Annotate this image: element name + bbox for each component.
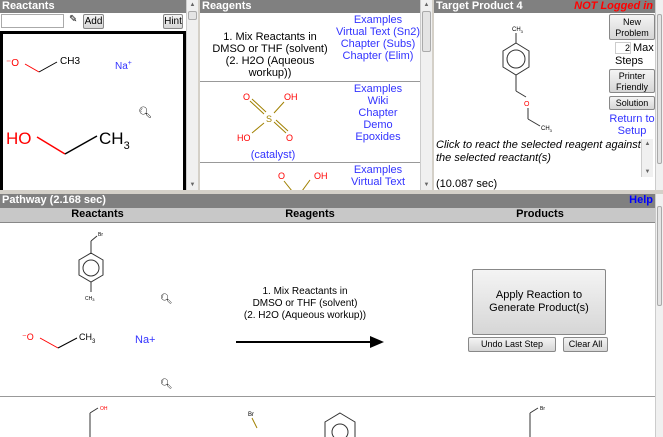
- examples-link[interactable]: Examples: [353, 83, 403, 95]
- reagents-header: Reagents: [200, 0, 420, 13]
- virtual-text-link[interactable]: Virtual Text: [350, 176, 405, 188]
- pathway-title: Pathway (2.168 sec): [2, 194, 106, 206]
- pathway-panel: Br CH3 🔍︎ ⁻O CH3 Na+ 🔍︎ 1. Mix Reactants…: [0, 223, 655, 437]
- reactant-canvas[interactable]: ⁻O Na+ HO CH3 CH3 🔍︎: [0, 31, 186, 190]
- reagent-item[interactable]: 1. Mix Reactants in DMSO or THF (solvent…: [200, 13, 420, 82]
- help-link[interactable]: Help: [629, 194, 653, 206]
- pathway-scrollbar[interactable]: [655, 194, 663, 437]
- reactants-panel: ✎ Add Hint ⁻O Na+ HO CH3 CH3 🔍︎: [0, 13, 186, 190]
- reagent-line: DMSO or THF (solvent): [252, 298, 358, 309]
- reagent-text: (2. H2O (Aqueous workup)): [225, 55, 315, 79]
- column-reagents: Reagents: [285, 208, 335, 220]
- login-status[interactable]: NOT Logged in: [574, 0, 653, 12]
- max-label: Max: [633, 42, 654, 54]
- pathway-column-headers: Reactants Reagents Products: [0, 208, 655, 223]
- svg-text:Na+: Na+: [115, 60, 132, 72]
- svg-text:⁻O: ⁻O: [22, 332, 34, 342]
- svg-text:Br: Br: [98, 232, 103, 238]
- reagent-item[interactable]: O OH S HO O (catalyst) Examples Wiki Cha…: [200, 83, 420, 163]
- reagent-item[interactable]: O OH Examples Virtual Text: [200, 164, 420, 190]
- svg-text:OH: OH: [100, 406, 108, 412]
- target-molecule: CH3 O CH3: [502, 27, 553, 133]
- reactant-search-input[interactable]: [1, 14, 64, 28]
- clear-all-button[interactable]: Clear All: [563, 337, 608, 352]
- pathway-step-row: OH Br Br: [0, 398, 655, 437]
- reaction-arrow-icon: [236, 336, 384, 348]
- sodium-ion: Na+: [135, 334, 156, 346]
- elapsed-time: (10.087 sec): [436, 178, 498, 190]
- target-title: Target Product 4: [436, 0, 523, 12]
- column-reactants: Reactants: [71, 208, 124, 220]
- svg-text:O: O: [524, 101, 530, 108]
- examples-link[interactable]: Examples: [353, 14, 403, 26]
- svg-text:O: O: [243, 92, 250, 102]
- svg-text:Br: Br: [540, 406, 545, 412]
- svg-text:HO: HO: [6, 129, 32, 148]
- add-button[interactable]: Add: [83, 14, 104, 29]
- apply-reaction-button[interactable]: Apply Reaction to Generate Product(s): [472, 269, 606, 335]
- reactants-header: Reactants: [0, 0, 186, 13]
- pathway-header: Pathway (2.168 sec) Help: [0, 194, 655, 208]
- reagent-line: 1. Mix Reactants in: [262, 286, 348, 297]
- reagent-text: DMSO or THF (solvent): [212, 43, 328, 55]
- pencil-icon[interactable]: ✎: [69, 14, 78, 25]
- new-problem-button[interactable]: New Problem: [609, 14, 655, 40]
- svg-text:CH3: CH3: [85, 296, 95, 302]
- reagents-list: 1. Mix Reactants in DMSO or THF (solvent…: [200, 13, 420, 190]
- printer-friendly-button[interactable]: Printer Friendly: [609, 69, 655, 93]
- virtual-text-link[interactable]: Virtual Text (Sn2): [336, 26, 420, 38]
- chapter-subs-link[interactable]: Chapter (Subs): [340, 38, 416, 50]
- zoom-icon[interactable]: 🔍︎: [160, 294, 173, 305]
- svg-text:CH3: CH3: [99, 129, 130, 152]
- hint-button[interactable]: Hint: [163, 14, 183, 29]
- sodium-label: Na+: [135, 334, 156, 346]
- return-to-setup-link[interactable]: Return to Setup: [609, 113, 655, 137]
- svg-text:OH: OH: [314, 171, 328, 181]
- svg-text:CH3: CH3: [512, 27, 524, 34]
- reagent-line: (2. H2O (Aqueous workup)): [243, 310, 367, 321]
- svg-text:HO: HO: [237, 133, 251, 143]
- column-products: Products: [516, 208, 564, 220]
- target-header: Target Product 4 NOT Logged in: [434, 0, 655, 13]
- bromide-product-molecule: Br: [529, 406, 545, 437]
- svg-text:O: O: [286, 133, 293, 143]
- svg-text:CH3: CH3: [541, 126, 553, 133]
- zoom-icon[interactable]: 🔍︎: [138, 107, 152, 119]
- undo-last-step-button[interactable]: Undo Last Step: [468, 337, 556, 352]
- catalyst-label: (catalyst): [250, 149, 296, 161]
- reagents-scrollbar[interactable]: ▲▼: [420, 0, 432, 190]
- target-scrollbar[interactable]: [655, 0, 663, 190]
- svg-text:⁻O: ⁻O: [6, 58, 19, 69]
- steps-label: Steps: [615, 55, 644, 67]
- ethoxide-molecule[interactable]: ⁻O Na+ HO CH3: [3, 34, 183, 190]
- examples-link[interactable]: Examples: [353, 164, 403, 176]
- benzyl-bromide-molecule[interactable]: Br CH3: [65, 228, 115, 313]
- status-message: Click to react the selected reagent agai…: [436, 139, 641, 164]
- reactants-scrollbar[interactable]: ▲▼: [186, 0, 198, 190]
- pathway-reagent-text: 1. Mix Reactants in DMSO or THF (solvent…: [230, 286, 380, 322]
- max-steps-input[interactable]: [615, 42, 631, 54]
- zoom-icon[interactable]: 🔍︎: [160, 379, 173, 390]
- message-scrollbar[interactable]: ▲▼: [641, 139, 653, 177]
- epoxides-link[interactable]: Epoxides: [355, 131, 401, 143]
- acid-molecule: O OH: [278, 171, 328, 190]
- sulfuric-acid-molecule: O OH S HO O: [237, 92, 298, 143]
- solution-button[interactable]: Solution: [609, 96, 655, 110]
- chapter-elim-link[interactable]: Chapter (Elim): [342, 50, 414, 62]
- methyl-label: CH3: [60, 56, 81, 67]
- svg-text:OH: OH: [284, 92, 298, 102]
- wiki-link[interactable]: Wiki: [367, 95, 389, 107]
- bromide-molecule: Br: [248, 412, 356, 437]
- svg-text:O: O: [278, 171, 285, 181]
- svg-text:Br: Br: [248, 412, 254, 418]
- svg-text:S: S: [266, 114, 272, 124]
- pathway-step-row: Br CH3 🔍︎ ⁻O CH3 Na+ 🔍︎ 1. Mix Reactants…: [0, 223, 655, 397]
- ethoxide-molecule[interactable]: ⁻O CH3: [22, 326, 112, 351]
- target-panel: CH3 O CH3 New Problem Max Steps Printer …: [434, 13, 655, 190]
- svg-text:CH3: CH3: [79, 332, 96, 345]
- chapter-link[interactable]: Chapter: [358, 107, 398, 119]
- demo-link[interactable]: Demo: [363, 119, 393, 131]
- alcohol-molecule: OH: [89, 406, 108, 437]
- reagent-text: 1. Mix Reactants in: [223, 31, 317, 43]
